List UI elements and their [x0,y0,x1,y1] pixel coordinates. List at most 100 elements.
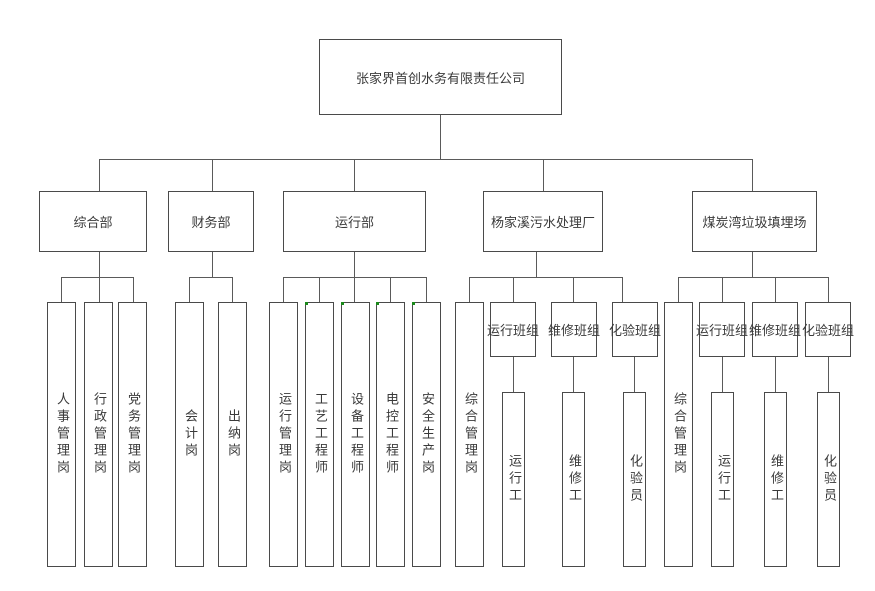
connector [283,277,284,302]
connector [354,252,355,277]
connector [189,277,190,302]
position-node[interactable]: 电控工程师 [376,302,405,567]
connector [573,277,574,302]
connector [99,277,100,302]
connector [440,115,441,159]
department-node-meitanwan[interactable]: 煤炭湾垃圾填埋场 [692,191,817,252]
position-node[interactable]: 运行管理岗 [269,302,298,567]
position-label: 会计岗 [182,409,197,460]
position-node[interactable]: 综合管理岗 [455,302,484,567]
department-name: 综合部 [73,216,113,231]
connector [319,277,320,302]
connector [678,277,828,278]
worker-label: 维修工 [566,454,581,505]
team-node[interactable]: 维修班组 [548,302,601,357]
connector [775,277,776,302]
team-label: 维修班组 [749,324,802,339]
connector [426,277,427,302]
connector [469,277,470,302]
connector [61,277,62,302]
connector [99,159,752,160]
department-node-yangjiaxi[interactable]: 杨家溪污水处理厂 [483,191,603,252]
connector [828,277,829,302]
corner-marker [305,302,308,305]
corner-marker [376,302,379,305]
position-node[interactable]: 党务管理岗 [118,302,147,567]
position-label: 人事管理岗 [54,392,69,477]
connector [634,357,635,392]
position-node[interactable]: 人事管理岗 [47,302,76,567]
position-node[interactable]: 会计岗 [175,302,204,567]
worker-label: 化验员 [627,454,642,505]
position-label: 设备工程师 [348,392,363,477]
team-node[interactable]: 运行班组 [487,302,540,357]
position-label: 电控工程师 [383,392,398,477]
worker-label: 运行工 [506,454,521,505]
team-label: 运行班组 [696,324,749,339]
connector [99,159,100,191]
position-label: 综合管理岗 [671,392,686,477]
team-node[interactable]: 化验班组 [609,302,662,357]
position-label: 出纳岗 [225,409,240,460]
department-name: 杨家溪污水处理厂 [490,216,595,231]
worker-label: 维修工 [768,454,783,505]
team-label: 维修班组 [548,324,601,339]
department-node-yunxing[interactable]: 运行部 [283,191,426,252]
team-node[interactable]: 运行班组 [696,302,749,357]
worker-node[interactable]: 维修工 [562,392,585,567]
worker-node[interactable]: 运行工 [502,392,525,567]
department-name: 煤炭湾垃圾填埋场 [702,216,807,231]
company-name: 张家界首创水务有限责任公司 [355,71,525,87]
connector [354,159,355,191]
connector [232,277,233,302]
department-name: 财务部 [191,216,231,231]
corner-marker [341,302,344,305]
connector [390,277,391,302]
department-node-zonghe[interactable]: 综合部 [39,191,147,252]
position-node[interactable]: 设备工程师 [341,302,370,567]
connector [189,277,232,278]
team-node[interactable]: 化验班组 [802,302,855,357]
position-node[interactable]: 综合管理岗 [664,302,693,567]
connector [513,357,514,392]
worker-node[interactable]: 化验员 [817,392,840,567]
team-label: 化验班组 [609,324,662,339]
worker-node[interactable]: 运行工 [711,392,734,567]
worker-node[interactable]: 维修工 [764,392,787,567]
connector [469,277,623,278]
worker-node[interactable]: 化验员 [623,392,646,567]
team-node[interactable]: 维修班组 [749,302,802,357]
position-label: 安全生产岗 [419,392,434,477]
connector [752,252,753,277]
position-label: 运行管理岗 [276,392,291,477]
connector [212,252,213,277]
position-node[interactable]: 工艺工程师 [305,302,334,567]
position-node[interactable]: 行政管理岗 [84,302,113,567]
connector [775,357,776,392]
department-node-caiwu[interactable]: 财务部 [168,191,254,252]
position-node[interactable]: 安全生产岗 [412,302,441,567]
connector [354,277,355,302]
connector [828,357,829,392]
corner-marker [412,302,415,305]
connector [722,357,723,392]
department-name: 运行部 [334,216,374,231]
worker-label: 化验员 [821,454,836,505]
company-node[interactable]: 张家界首创水务有限责任公司 [319,39,562,115]
connector [622,277,623,302]
connector [573,357,574,392]
connector [99,252,100,277]
connector [543,159,544,191]
connector [513,277,514,302]
connector [678,277,679,302]
position-node[interactable]: 出纳岗 [218,302,247,567]
connector [133,277,134,302]
connector [752,159,753,191]
position-label: 工艺工程师 [312,392,327,477]
position-label: 综合管理岗 [462,392,477,477]
connector [536,252,537,277]
team-label: 化验班组 [802,324,855,339]
team-label: 运行班组 [487,324,540,339]
connector [212,159,213,191]
worker-label: 运行工 [715,454,730,505]
